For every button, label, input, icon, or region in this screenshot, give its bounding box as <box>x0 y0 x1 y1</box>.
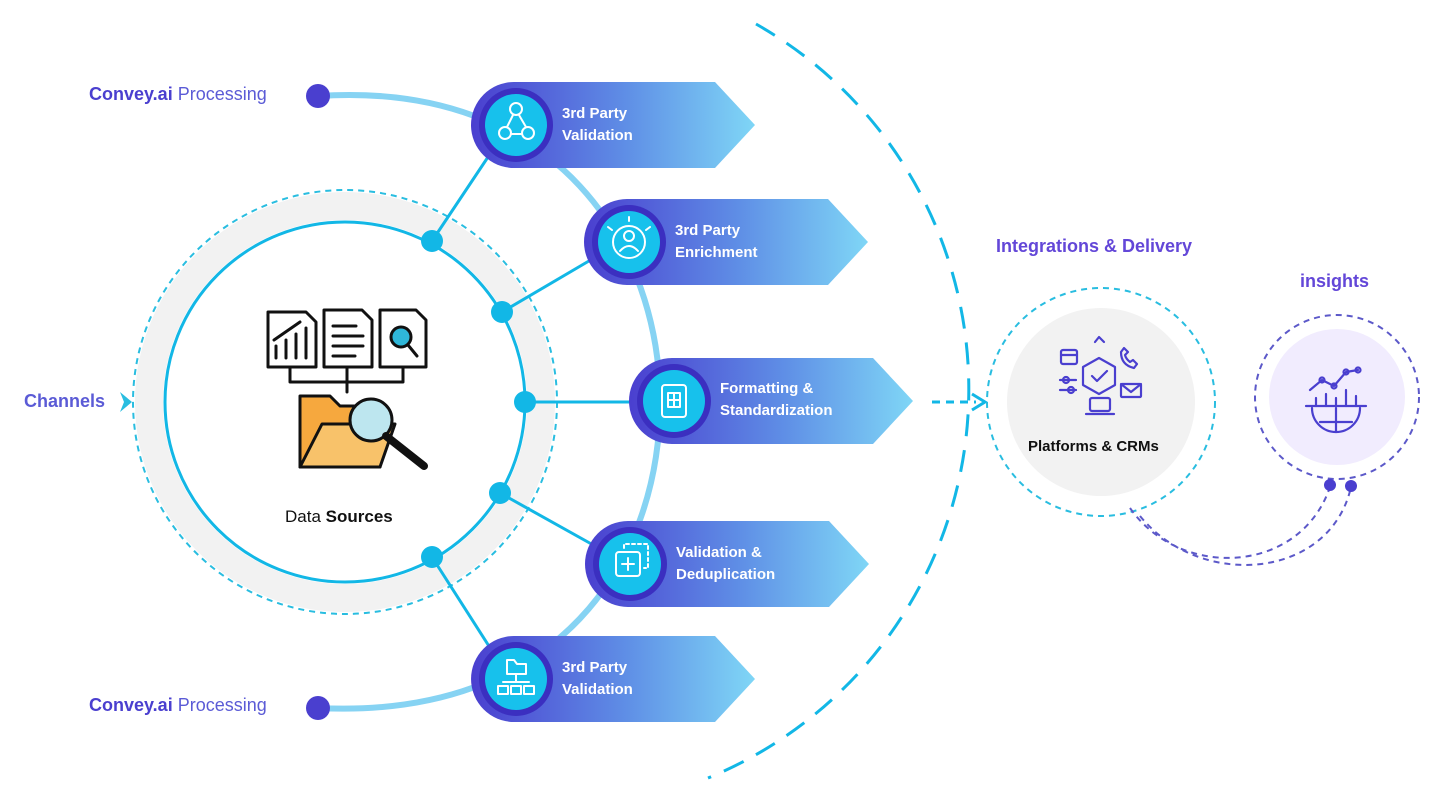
document-grid-icon <box>661 384 687 418</box>
data-sources-ring <box>163 220 527 584</box>
step-arrow-1 <box>471 82 755 168</box>
step-4-label: Validation &Deduplication <box>676 544 776 583</box>
insights-circle <box>1269 329 1405 465</box>
platforms-circle <box>1007 308 1195 496</box>
feedback-dashed-loop-1 <box>1129 486 1331 559</box>
insights-dashed-ring <box>1254 314 1420 480</box>
folder-hierarchy-icon <box>497 659 535 695</box>
connector-nodes <box>421 230 536 568</box>
delivery-arrow-icon <box>971 392 988 412</box>
step-arrow-4 <box>585 521 869 607</box>
channels-chevron-icon <box>120 392 132 412</box>
network-people-icon <box>498 102 535 140</box>
integrations-title: Integrations & Delivery <box>996 236 1193 256</box>
processing-top-dot <box>306 84 330 108</box>
insights-node-1 <box>1324 479 1336 491</box>
insights-node-2 <box>1345 480 1357 492</box>
data-sources-illustration-icon <box>266 308 428 470</box>
data-sources-label: Data Sources <box>285 507 393 526</box>
channels-label: Channels <box>24 391 106 411</box>
processing-top-label: Convey.ai Processing <box>89 84 267 104</box>
processing-bottom-dot <box>306 696 330 720</box>
step-arrow-3 <box>629 358 913 444</box>
platforms-dashed-ring <box>986 287 1216 517</box>
connectors <box>430 147 640 655</box>
platforms-crm-icon <box>1058 335 1143 416</box>
step-3-label: Formatting &Standardization <box>720 380 833 419</box>
insights-chart-icon <box>1304 366 1368 434</box>
user-gear-icon <box>607 216 651 259</box>
outer-dashed-arc <box>707 22 971 780</box>
duplicate-add-icon <box>615 543 649 577</box>
feedback-dashed-loop-2 <box>1139 486 1352 566</box>
insights-title: insights <box>1300 271 1370 291</box>
processing-bottom-label: Convey.ai Processing <box>89 695 267 715</box>
platforms-label: Platforms & CRMs <box>1028 438 1159 455</box>
